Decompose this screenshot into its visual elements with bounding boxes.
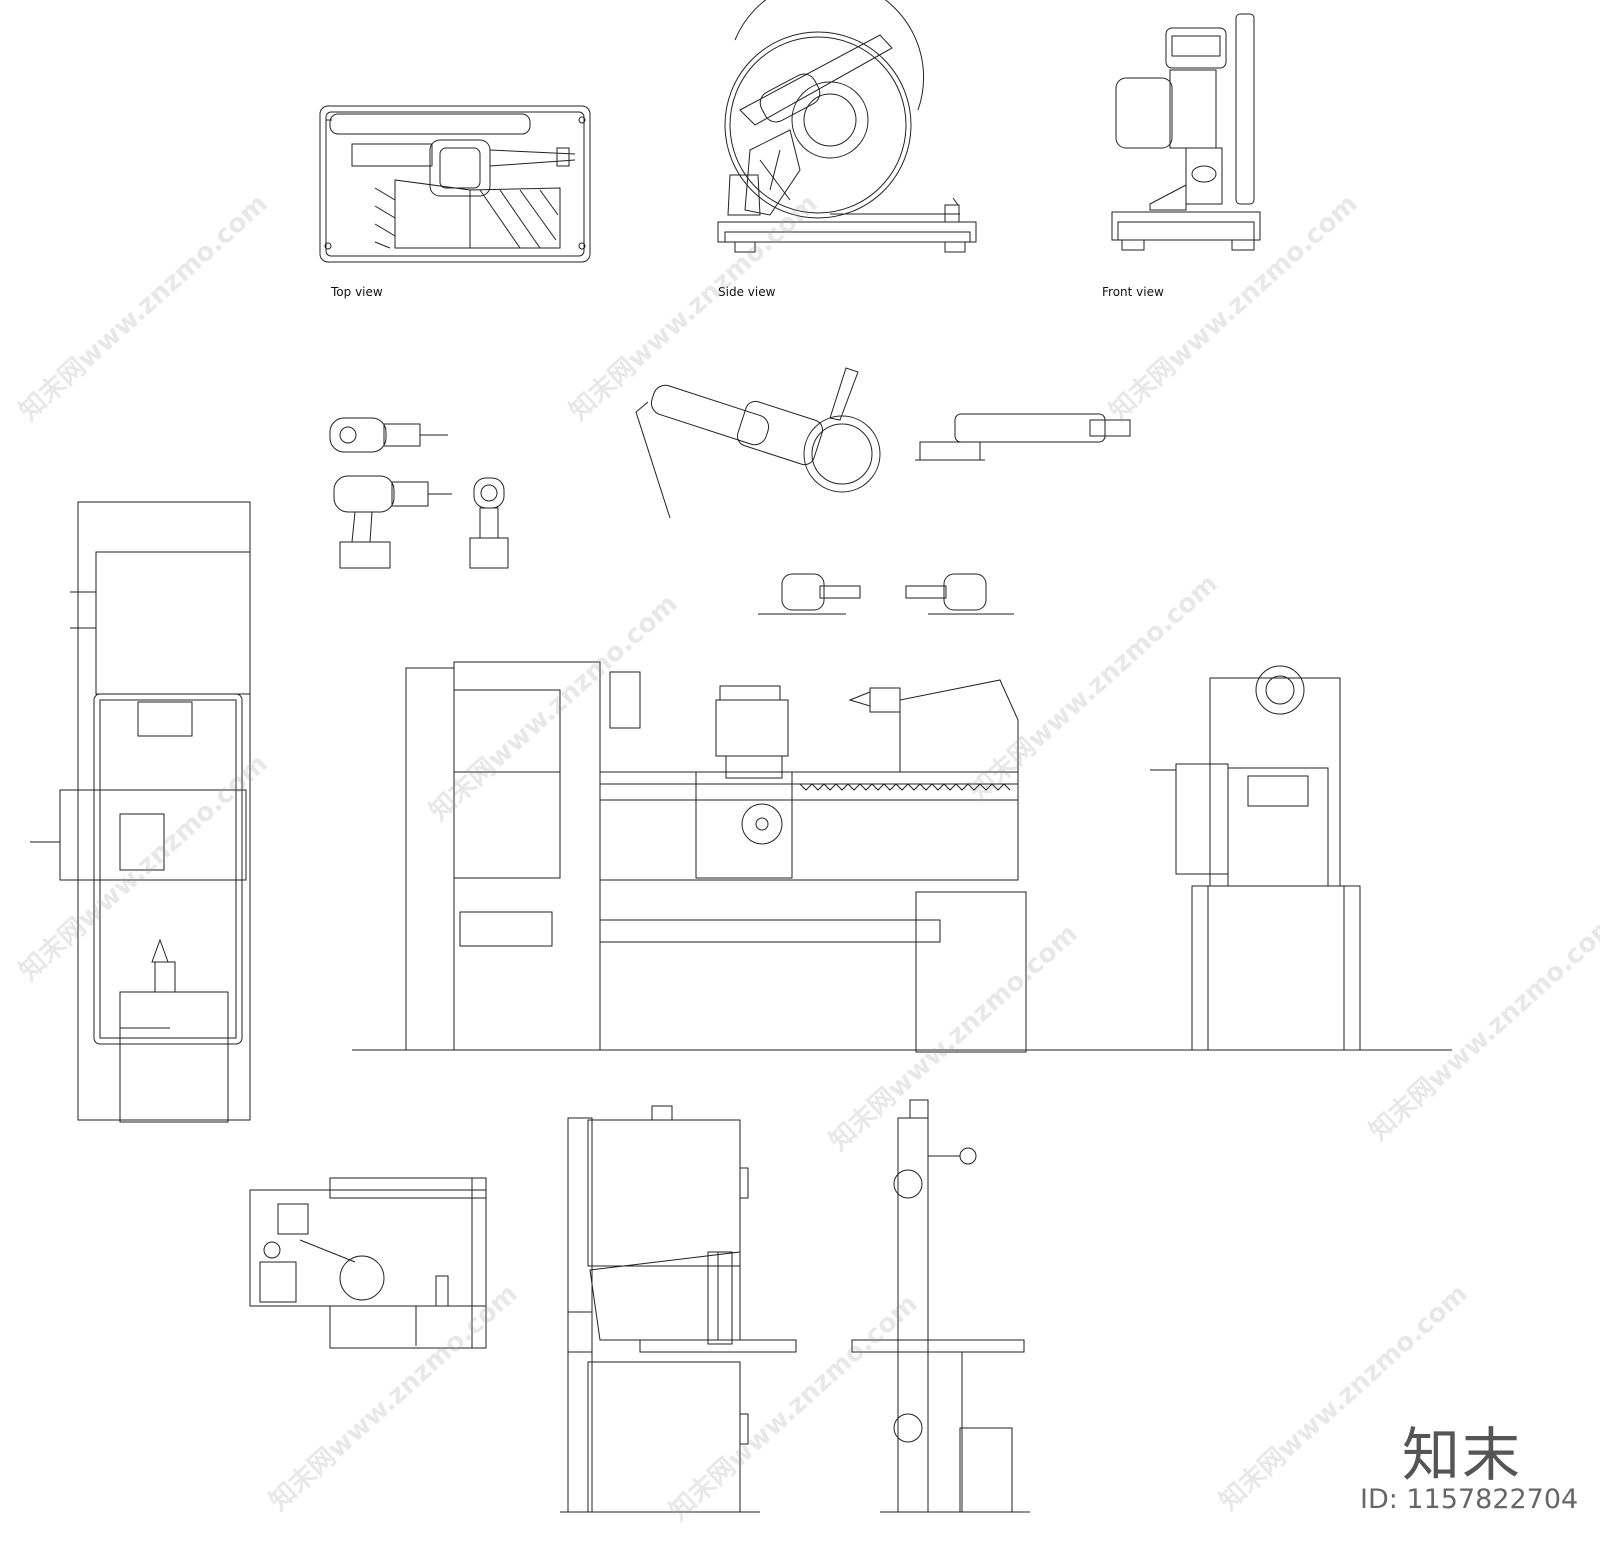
chop-saw-front-view [1111, 13, 1261, 251]
front-view-label: Front view [1102, 285, 1164, 299]
angle-grinder-views [635, 367, 1131, 519]
top-view-label: Top view [331, 285, 383, 299]
side-view-label: Side view [718, 285, 776, 299]
small-grinder-views [758, 573, 1014, 615]
cordless-drill-views [329, 417, 509, 569]
chop-saw-top-view [319, 105, 591, 263]
lathe-front-view [352, 661, 1452, 1053]
band-saw-front-view [560, 1105, 797, 1513]
band-saw-side-detail [249, 1177, 487, 1349]
chop-saw-side-view [717, 0, 977, 253]
lathe-top-view [30, 501, 251, 1123]
band-saw-right-view [851, 1099, 1030, 1513]
watermark-id: ID: 1157822704 [1360, 1484, 1579, 1515]
watermark-brand: 知末 [1402, 1421, 1523, 1489]
lathe-end-view [1150, 665, 1361, 1051]
